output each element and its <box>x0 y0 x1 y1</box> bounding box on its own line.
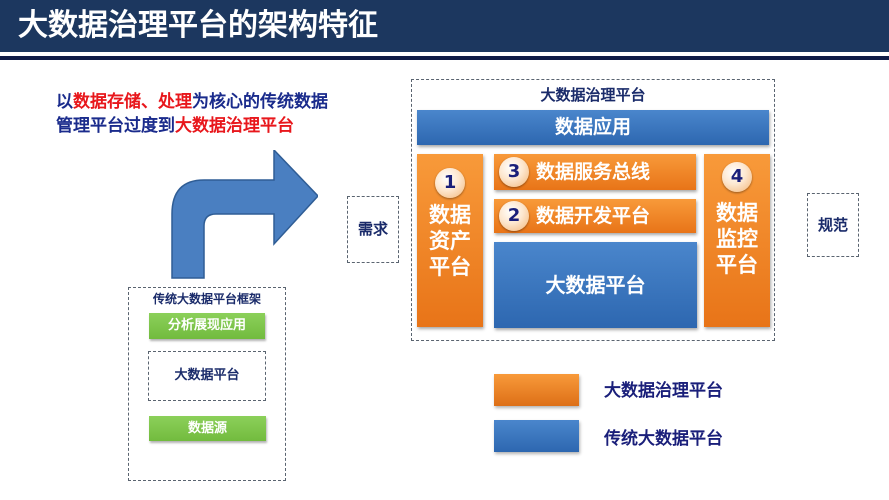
legend-label-governance: 大数据治理平台 <box>604 381 723 401</box>
legend-swatch-blue <box>494 420 579 452</box>
intro-line-2: 管理平台过度到大数据治理平台 <box>56 114 328 138</box>
dev-platform-block: 2 数据开发平台 <box>494 199 696 233</box>
intro-line-1: 以数据存储、处理为核心的传统数据 <box>56 90 328 114</box>
label-line: 数据 <box>716 201 758 225</box>
traditional-framework-title: 传统大数据平台框架 <box>152 292 261 306</box>
data-application-block: 数据应用 <box>417 110 769 145</box>
analysis-app-block: 分析展现应用 <box>149 313 265 339</box>
number-badge-3: 3 <box>499 157 529 187</box>
traditional-big-data-block: 大数据平台 <box>148 351 266 401</box>
service-bus-block: 3 数据服务总线 <box>494 154 696 190</box>
number-badge-4: 4 <box>722 162 752 192</box>
intro-text-highlight: 大数据治理平台 <box>175 116 294 136</box>
label-line: 资产 <box>429 229 471 253</box>
header-divider-dark <box>0 56 889 60</box>
label-line: 数据 <box>429 203 471 227</box>
legend-label-traditional: 传统大数据平台 <box>604 429 723 449</box>
service-bus-label: 数据服务总线 <box>536 161 651 183</box>
curved-arrow-icon <box>171 150 318 279</box>
legend-swatch-orange <box>494 374 579 406</box>
dev-platform-label: 数据开发平台 <box>536 205 651 227</box>
monitor-platform-block: 4 数据 监控 平台 <box>704 154 770 327</box>
title-bar <box>0 0 889 52</box>
number-badge-1: 1 <box>435 168 465 198</box>
label-line: 监控 <box>716 227 758 251</box>
monitor-platform-label: 数据 监控 平台 <box>704 200 770 278</box>
asset-platform-label: 数据 资产 平台 <box>417 202 483 280</box>
number-badge-2: 2 <box>499 201 529 231</box>
governance-platform-title: 大数据治理平台 <box>540 86 646 104</box>
intro-text-normal: 为核心的传统数据 <box>192 92 328 112</box>
intro-text: 以数据存储、处理为核心的传统数据 管理平台过度到大数据治理平台 <box>56 90 328 138</box>
data-source-block: 数据源 <box>149 416 266 441</box>
label-line: 平台 <box>716 253 758 277</box>
header-divider-light <box>0 52 889 56</box>
label-line: 平台 <box>429 255 471 279</box>
big-data-platform-block: 大数据平台 <box>494 242 697 328</box>
asset-platform-block: 1 数据 资产 平台 <box>417 154 483 327</box>
intro-text-normal: 以 <box>56 92 73 112</box>
need-label-box: 需求 <box>347 196 399 263</box>
norm-label-box: 规范 <box>807 193 859 257</box>
governance-platform-box <box>411 79 775 341</box>
traditional-framework-box <box>128 287 286 481</box>
page-title: 大数据治理平台的架构特征 <box>18 8 378 43</box>
intro-text-normal: 管理平台过度到 <box>56 116 175 136</box>
intro-text-highlight: 数据存储、处理 <box>73 92 192 112</box>
